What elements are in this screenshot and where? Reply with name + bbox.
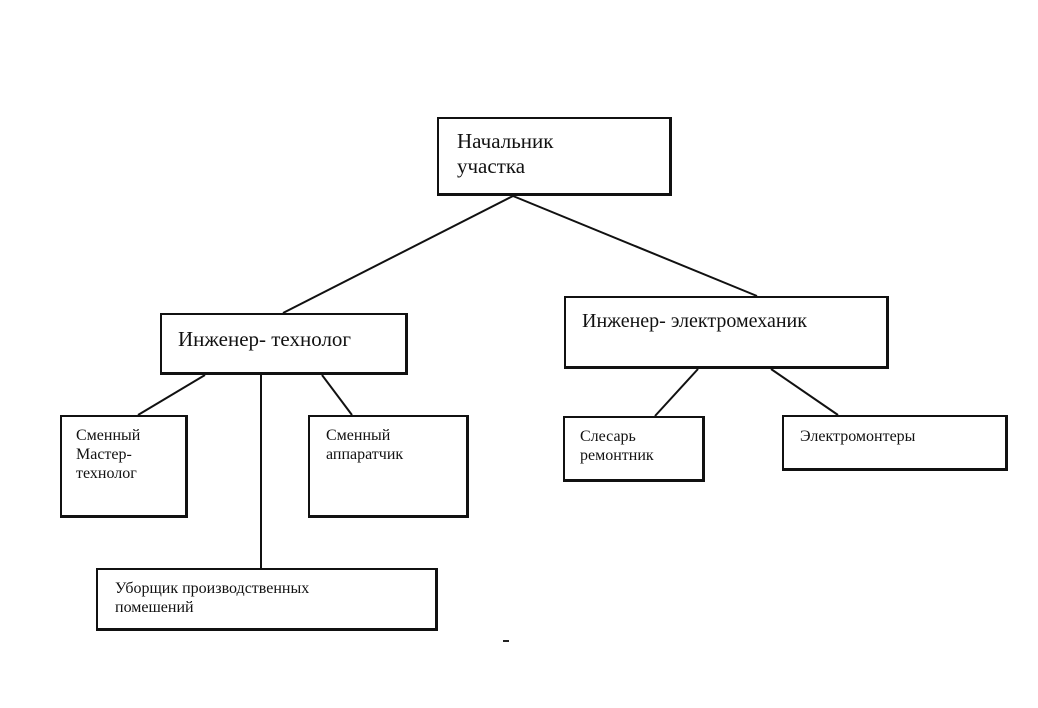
node-electricians: Электромонтеры <box>782 415 1008 471</box>
edge-emech-m3 <box>654 368 699 417</box>
node-label: Электромонтеры <box>800 428 916 445</box>
node-electromechanical-engineer: Инженер- электромеханик <box>564 296 889 369</box>
edge-tech-m1 <box>137 374 206 416</box>
node-label: Слесарь ремонтник <box>580 428 654 464</box>
node-shift-master-technologist: Сменный Мастер- технолог <box>60 415 188 518</box>
node-process-engineer: Инженер- технолог <box>160 313 408 375</box>
node-label: Начальник участка <box>457 129 554 178</box>
edge-root-tech <box>282 195 514 314</box>
node-repair-fitter: Слесарь ремонтник <box>563 416 705 482</box>
node-label: Уборщик производственных помешений <box>115 580 310 616</box>
node-cleaner: Уборщик производственных помешений <box>96 568 438 631</box>
node-head-of-section: Начальник участка <box>437 117 672 196</box>
scan-artifact <box>503 640 509 642</box>
edge-root-emech <box>512 195 758 297</box>
edge-tech-m2 <box>321 374 353 416</box>
edge-emech-m4 <box>770 368 839 416</box>
node-shift-operator: Сменный аппаратчик <box>308 415 469 518</box>
node-label: Инженер- технолог <box>178 327 352 351</box>
node-label: Сменный Мастер- технолог <box>76 427 141 482</box>
node-label: Сменный аппаратчик <box>326 427 404 463</box>
node-label: Инженер- электромеханик <box>582 310 807 332</box>
